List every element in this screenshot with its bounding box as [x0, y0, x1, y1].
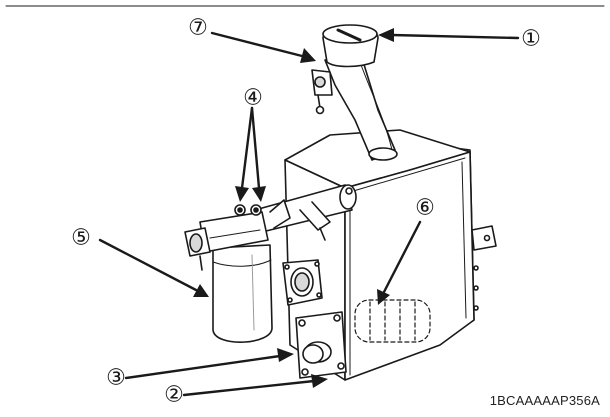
drain-plate [295, 311, 347, 379]
callout-3: ③ [106, 366, 126, 391]
callout-7: ⑦ [188, 16, 208, 41]
filler-neck [311, 57, 398, 161]
tank-body [282, 129, 497, 381]
callout-2: ② [164, 383, 184, 408]
figure-reference-code: 1BCAAAAAP356A [489, 393, 600, 408]
level-gauge [282, 259, 323, 306]
return-filter [184, 199, 291, 343]
filler-cap [322, 24, 379, 68]
callout-6: ⑥ [415, 196, 435, 221]
leader-lines [98, 28, 520, 397]
callout-1: ① [521, 27, 541, 52]
callout-5: ⑤ [71, 226, 91, 251]
callout-4: ④ [243, 86, 263, 111]
suction-strainer [354, 299, 431, 343]
